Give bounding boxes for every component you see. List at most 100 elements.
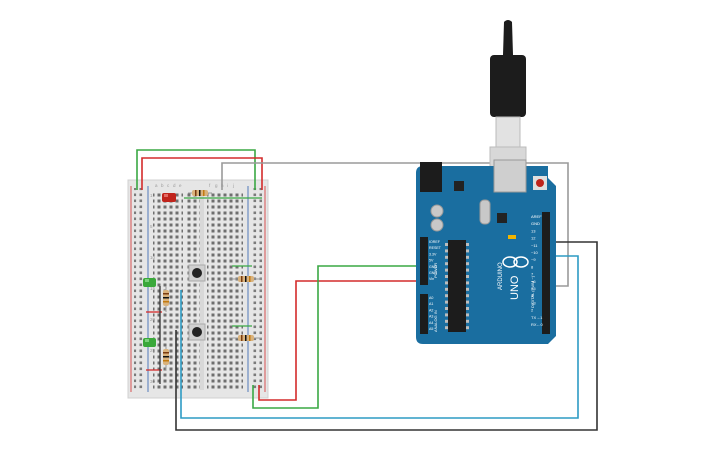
wire-green-gnd[interactable] bbox=[252, 265, 428, 409]
atmega-chip bbox=[448, 240, 466, 332]
power-pin-label: IOREF bbox=[429, 240, 441, 244]
digital-pin-label: ~10 bbox=[531, 250, 539, 255]
mcu-pin bbox=[445, 268, 448, 272]
center-channel bbox=[200, 192, 204, 390]
capacitor-2 bbox=[430, 218, 444, 232]
usb-port bbox=[493, 159, 527, 193]
wire-green-top-loop[interactable] bbox=[136, 149, 256, 190]
column-letter: a bbox=[155, 183, 158, 188]
analog-pin-label: A0 bbox=[429, 296, 433, 300]
row-number: 1 bbox=[150, 193, 153, 198]
crystal bbox=[479, 199, 491, 225]
resistor-led2[interactable] bbox=[163, 346, 169, 370]
mcu-pin bbox=[466, 326, 469, 330]
digital-pin-label: RX←0 bbox=[531, 322, 544, 327]
analog-header-label: ANALOG IN bbox=[433, 310, 438, 332]
mcu-pin bbox=[445, 255, 448, 259]
led-l bbox=[508, 235, 516, 239]
column-letter: g bbox=[215, 183, 218, 188]
mcu-pin bbox=[445, 307, 448, 310]
mcu-pin bbox=[466, 249, 469, 253]
column-letter: c bbox=[167, 183, 170, 188]
resistor-button1[interactable] bbox=[230, 276, 262, 282]
terminal-strip-left-inner[interactable] bbox=[186, 192, 200, 390]
row-number: 30 bbox=[150, 379, 156, 384]
resistor-top[interactable] bbox=[188, 190, 212, 196]
usb-chip bbox=[497, 213, 507, 223]
arduino-uno-board[interactable]: ARDUINO UNO DIGITAL (PWM ~) POWER ANALOG… bbox=[416, 159, 556, 344]
resistor-button2[interactable] bbox=[230, 335, 262, 341]
pushbutton-2[interactable] bbox=[188, 323, 206, 341]
mcu-pin bbox=[445, 294, 448, 298]
analog-pin-label: A3 bbox=[429, 315, 433, 319]
board-model: UNO bbox=[509, 275, 521, 300]
mcu-pins bbox=[445, 243, 469, 330]
analog-header[interactable] bbox=[420, 294, 428, 334]
red-led[interactable] bbox=[162, 193, 176, 202]
green-led-2[interactable] bbox=[143, 338, 156, 347]
power-header-label: POWER bbox=[433, 263, 438, 278]
column-letter: i bbox=[227, 183, 228, 188]
column-letter: b bbox=[161, 183, 164, 188]
wire-gray[interactable] bbox=[221, 162, 569, 287]
mcu-pin bbox=[466, 294, 469, 298]
row-number: 20 bbox=[150, 317, 156, 322]
mcu-pin bbox=[445, 287, 448, 291]
terminal-strip-right[interactable] bbox=[207, 192, 243, 390]
digital-pin-label: 13 bbox=[531, 228, 536, 233]
wire-black[interactable] bbox=[175, 241, 598, 431]
mcu-pin bbox=[445, 262, 448, 266]
digital-pin-label: 8 bbox=[531, 264, 534, 269]
digital-pin-label: 7 bbox=[531, 272, 534, 277]
power-rail-left[interactable] bbox=[134, 188, 145, 390]
mcu-pin bbox=[445, 275, 448, 278]
mcu-pin bbox=[466, 300, 469, 304]
regulator bbox=[454, 181, 464, 191]
digital-pin-label: AREF bbox=[531, 214, 542, 219]
power-header[interactable] bbox=[420, 237, 428, 285]
digital-pin-label: ~9 bbox=[531, 257, 536, 262]
digital-header-label: DIGITAL (PWM ~) bbox=[530, 275, 535, 308]
capacitor-1 bbox=[430, 204, 444, 218]
board-brand: ARDUINO bbox=[498, 262, 504, 290]
power-pin-label: GND bbox=[429, 265, 437, 269]
wire-blue[interactable] bbox=[180, 255, 579, 419]
digital-pin-label: 4 bbox=[531, 293, 534, 298]
mcu-pin bbox=[466, 268, 469, 272]
column-letter: e bbox=[179, 183, 182, 188]
power-rail-right[interactable] bbox=[251, 188, 262, 390]
digital-header[interactable] bbox=[542, 212, 550, 334]
column-letter: f bbox=[209, 183, 211, 188]
row-number: 10 bbox=[150, 255, 156, 260]
pushbutton-1[interactable] bbox=[188, 264, 206, 282]
green-led-1[interactable] bbox=[143, 278, 156, 287]
power-pin-label: RESET bbox=[429, 246, 442, 250]
mcu-pin bbox=[445, 326, 448, 330]
digital-pin-label: ~3 bbox=[531, 300, 536, 305]
mcu-pin bbox=[445, 313, 448, 317]
reset-button-cap[interactable] bbox=[536, 179, 544, 187]
mcu-pin bbox=[466, 319, 469, 323]
row-number: 5 bbox=[150, 224, 153, 229]
mcu-pin bbox=[445, 300, 448, 304]
row-number: 15 bbox=[150, 286, 156, 291]
wire-red-top-loop[interactable] bbox=[141, 157, 263, 190]
digital-pin-label: 12 bbox=[531, 236, 536, 241]
wire-red-5v[interactable] bbox=[258, 280, 428, 401]
resistor-led1[interactable] bbox=[163, 286, 169, 312]
digital-pin-label: GND bbox=[531, 221, 540, 226]
power-pin-label: 5V bbox=[429, 259, 434, 263]
analog-pin-label: A4 bbox=[429, 321, 433, 325]
digital-pin-label: ~6 bbox=[531, 279, 536, 284]
mcu-pin bbox=[466, 243, 469, 246]
digital-pin-label: ~11 bbox=[531, 243, 538, 248]
mcu-pin bbox=[466, 275, 469, 278]
mcu-pin bbox=[445, 243, 448, 246]
digital-pin-label: ~5 bbox=[531, 286, 536, 291]
